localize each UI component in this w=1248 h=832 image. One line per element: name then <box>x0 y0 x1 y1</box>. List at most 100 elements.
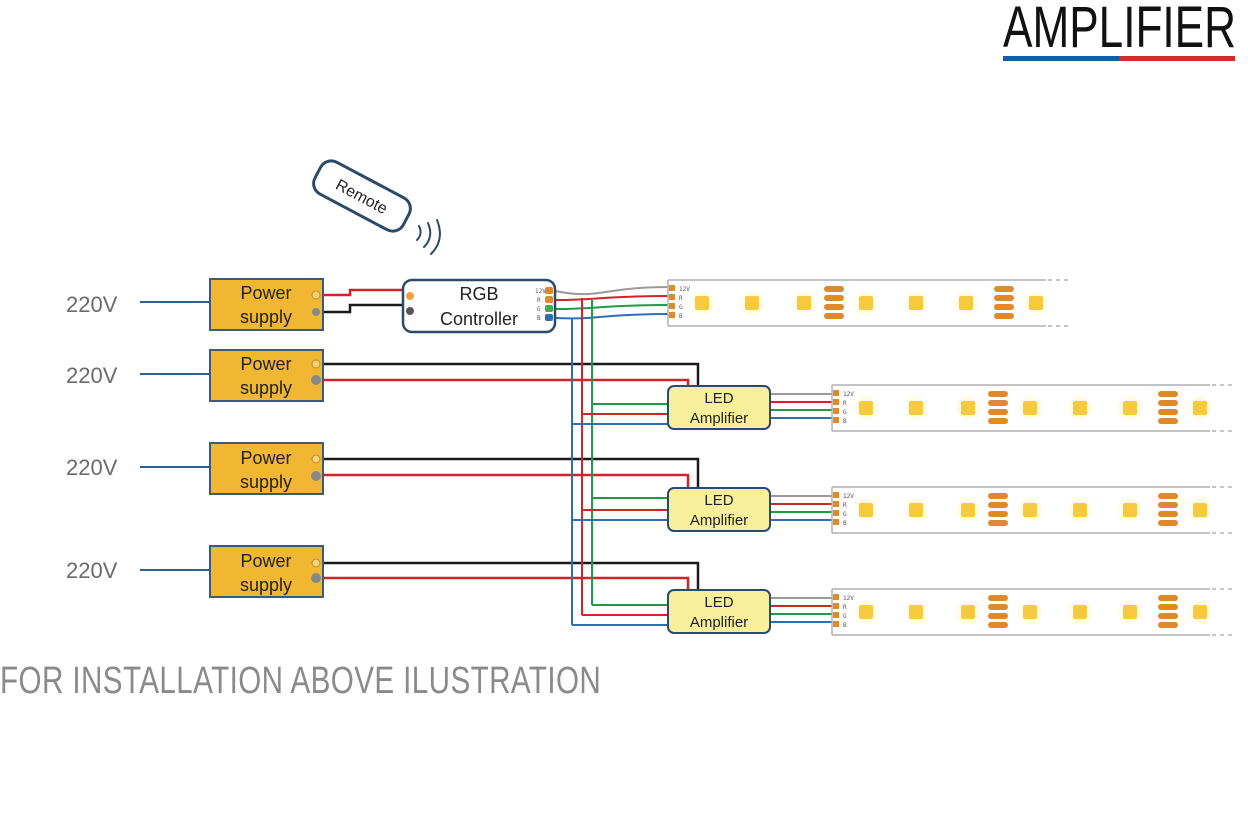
led-chip <box>859 296 873 310</box>
strip-pad <box>833 612 839 618</box>
power-supply-label-top: Power <box>240 354 291 374</box>
led-chip <box>695 296 709 310</box>
remote: Remote <box>312 159 441 255</box>
resistor <box>1158 511 1178 517</box>
resistor <box>1158 622 1178 628</box>
controller-pin-label: 12V <box>535 288 546 295</box>
led-chip <box>859 401 873 415</box>
logo-underline-red <box>1119 56 1235 61</box>
strip-pad <box>669 285 675 291</box>
power-supply-label-bottom: supply <box>240 575 292 595</box>
led-chip <box>961 605 975 619</box>
amplifier-label-bottom: Amplifier <box>690 512 748 529</box>
led-chip <box>1123 401 1137 415</box>
resistor <box>988 511 1008 517</box>
remote-body <box>312 159 412 233</box>
installation-caption: FOR INSTALLATION ABOVE ILUSTRATION <box>0 660 602 702</box>
power-supply-label-top: Power <box>240 551 291 571</box>
strip-pad <box>833 408 839 414</box>
strip-pad <box>833 603 839 609</box>
led-chip <box>1073 401 1087 415</box>
strip-pad <box>833 519 839 525</box>
strip-pin-label: R <box>843 604 847 611</box>
voltage-label-3: 220V <box>66 455 118 480</box>
amplifier-label-top: LED <box>704 390 733 407</box>
voltage-label-2: 220V <box>66 363 118 388</box>
led-chip <box>909 296 923 310</box>
resistor <box>824 286 844 292</box>
resistor <box>1158 418 1178 424</box>
power-supply-label-bottom: supply <box>240 472 292 492</box>
strip-pin-label: G <box>843 409 847 416</box>
wires-supply-to-controller <box>318 288 412 314</box>
strip-pad <box>669 312 675 318</box>
amplifier-label-bottom: Amplifier <box>690 410 748 427</box>
rgb-controller: RGB Controller 12V R G B <box>401 278 557 334</box>
led-chip <box>859 605 873 619</box>
mains-inputs: 220V 220V 220V 220V <box>66 292 210 583</box>
strip-pin-label: R <box>679 295 683 302</box>
strip-pad <box>833 621 839 627</box>
wires-supply-to-amplifiers <box>323 362 700 596</box>
led-amplifier-1: LED Amplifier <box>667 385 771 430</box>
strip-pin-label: 12V <box>843 493 854 500</box>
strip-pad <box>669 294 675 300</box>
resistor <box>988 502 1008 508</box>
logo-text: AMPLIFIER <box>1003 0 1236 60</box>
wires-controller-bus <box>554 286 671 626</box>
logo-underline-blue <box>1003 56 1119 61</box>
resistor <box>1158 493 1178 499</box>
strip-pin-label: G <box>679 304 683 311</box>
resistor <box>1158 502 1178 508</box>
strip-pin-label: B <box>843 520 847 527</box>
led-chip <box>1073 605 1087 619</box>
strip-pin-label: 12V <box>843 595 854 602</box>
strip-pin-label: R <box>843 502 847 509</box>
resistor <box>1158 400 1178 406</box>
strip-pin-label: 12V <box>679 286 690 293</box>
resistor <box>988 391 1008 397</box>
resistor <box>1158 391 1178 397</box>
power-supply-label-bottom: supply <box>240 307 292 327</box>
power-supply-label-top: Power <box>240 283 291 303</box>
strip-pad <box>669 303 675 309</box>
amplifier-label-bottom: Amplifier <box>690 614 748 631</box>
led-chip <box>1123 605 1137 619</box>
controller-label-bottom: Controller <box>440 309 518 329</box>
led-chip <box>959 296 973 310</box>
strip-pad <box>833 492 839 498</box>
resistor <box>1158 613 1178 619</box>
resistor <box>1158 604 1178 610</box>
resistor <box>994 313 1014 319</box>
resistor <box>988 595 1008 601</box>
strip-pin-label: G <box>843 613 847 620</box>
led-chip <box>909 503 923 517</box>
led-strip-1: 12V RGB <box>667 279 1072 327</box>
resistor <box>994 295 1014 301</box>
controller-label-top: RGB <box>459 284 498 304</box>
led-chip <box>1073 503 1087 517</box>
strip-pad <box>833 399 839 405</box>
voltage-label-1: 220V <box>66 292 118 317</box>
led-amplifier-2: LED Amplifier <box>667 487 771 532</box>
resistor <box>1158 409 1178 415</box>
power-supply-3: Power supply <box>209 442 324 495</box>
led-chip <box>909 605 923 619</box>
resistor <box>988 493 1008 499</box>
strip-pin-label: 12V <box>843 391 854 398</box>
led-chip <box>1193 605 1207 619</box>
power-supply-label-top: Power <box>240 448 291 468</box>
resistor <box>1158 520 1178 526</box>
strip-pin-label: B <box>843 418 847 425</box>
led-chip <box>1193 401 1207 415</box>
led-chip <box>961 503 975 517</box>
logo: AMPLIFIER <box>1003 0 1236 61</box>
strip-pad <box>833 390 839 396</box>
strip-pin-label: B <box>679 313 683 320</box>
wires-amplifier-to-strips <box>770 393 832 623</box>
resistor <box>988 622 1008 628</box>
